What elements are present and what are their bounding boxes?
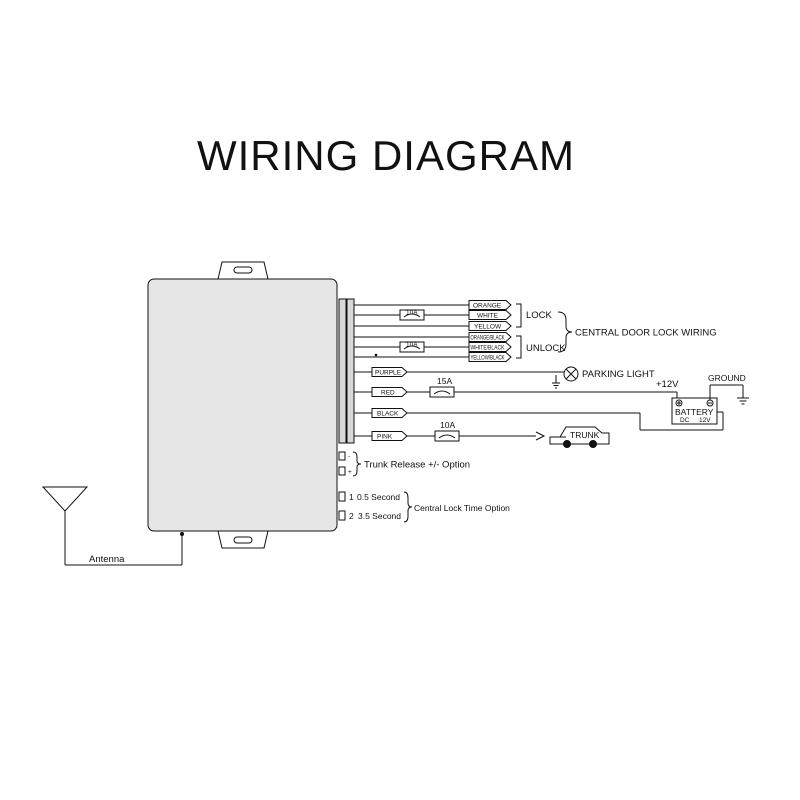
wire-label-white-black: WHITE/BLACK <box>471 344 506 351</box>
pink-wire-group: PINK 10A <box>354 420 546 442</box>
wire-label-yellow-black: YELLOW/BLACK <box>471 354 505 361</box>
wire-tag-yellow <box>468 321 512 331</box>
battery-volt-label: 12V <box>699 417 711 424</box>
trunk-minus-label: - <box>348 453 350 460</box>
trunk-car-icon: TRUNK <box>549 426 610 448</box>
fuse-unlock <box>399 341 425 353</box>
wire-tag-white-black <box>468 342 512 352</box>
time-1-number: 1 <box>349 492 354 502</box>
wire-label-white: WHITE <box>477 312 499 319</box>
black-wire-group: BLACK <box>354 408 724 431</box>
wire-label-yellow: YELLOW <box>474 323 502 330</box>
central-door-lock-bracket <box>557 311 573 353</box>
wire-label-red: RED <box>381 389 395 396</box>
red-wire-group: RED 15A +12V <box>354 376 679 398</box>
central-lock-time-option: 1 0.5 Second 2 3.5 Second Central Lock T… <box>338 491 510 523</box>
lock-wire-group: 10A ORANGE WHITE YELLOW LOCK <box>354 300 553 331</box>
unlock-bracket <box>516 335 522 359</box>
antenna-icon <box>41 486 89 512</box>
wire-label-pink: PINK <box>377 433 393 440</box>
wire-tag-orange-black <box>468 332 512 342</box>
mounting-hole-bottom <box>233 536 253 544</box>
ground-group: GROUND <box>708 373 749 405</box>
central-lock-time-label: Central Lock Time Option <box>414 503 510 513</box>
wire-label-purple: PURPLE <box>375 369 402 376</box>
trunk-release-option: - + Trunk Release +/- Option <box>338 451 470 477</box>
unlock-label: UNLOCK <box>526 343 566 354</box>
time-2-terminal <box>338 510 346 521</box>
battery-dc-label: DC <box>680 417 690 424</box>
mounting-tab-bottom <box>217 530 269 549</box>
trunk-label: TRUNK <box>570 430 600 440</box>
parking-light-label: PARKING LIGHT <box>582 369 655 380</box>
battery: BATTERY DC 12V <box>671 397 718 425</box>
wire-tag-white <box>468 310 512 320</box>
wire-tag-red <box>371 387 408 397</box>
battery-label: BATTERY <box>675 407 714 417</box>
wire-dot <box>374 353 378 357</box>
fuse-unlock-label: 10A <box>406 342 418 349</box>
fuse-lock <box>399 309 425 321</box>
purple-wire-group: PURPLE PARKING LIGHT <box>354 366 655 389</box>
arrow-icon <box>535 431 546 441</box>
wire-label-orange-black: ORANGE/BLACK <box>471 334 505 341</box>
wire-tag-orange <box>468 300 512 310</box>
fuse-lock-label: 10A <box>406 310 418 317</box>
trunk-release-bracket <box>352 451 362 477</box>
lock-label: LOCK <box>526 310 553 321</box>
antenna-label: Antenna <box>89 554 125 565</box>
fuse-pink <box>434 430 460 442</box>
battery-positive-terminal <box>675 399 683 407</box>
unlock-wire-group: 10A ORANGE/BLACK WHITE/BLACK YELLOW/BLAC… <box>354 332 566 362</box>
wire-label-orange: ORANGE <box>473 302 502 309</box>
ground-label: GROUND <box>708 373 746 383</box>
trunk-release-label: Trunk Release +/- Option <box>364 460 470 471</box>
wire-tag-yellow-black <box>468 352 512 362</box>
fuse-red-label: 15A <box>437 376 452 386</box>
wire-label-black: BLACK <box>377 410 399 417</box>
mounting-tab-top <box>217 261 269 280</box>
control-unit-box <box>147 278 338 532</box>
plus12v-label: +12V <box>656 379 679 390</box>
antenna-connector <box>180 532 184 536</box>
time-1-label: 0.5 Second <box>357 492 400 502</box>
fuse-pink-label: 10A <box>440 420 455 430</box>
lock-bracket <box>516 303 522 328</box>
trunk-plus-terminal <box>338 466 346 476</box>
time-2-label: 3.5 Second <box>358 511 401 521</box>
wire-tag-pink <box>371 431 408 441</box>
time-2-number: 2 <box>349 511 354 521</box>
fuse-red-element <box>433 390 451 395</box>
wire-tag-black <box>371 408 408 418</box>
central-lock-time-bracket <box>403 491 413 523</box>
fuse-lock-element <box>403 313 421 318</box>
central-door-lock-label: CENTRAL DOOR LOCK WIRING <box>575 328 717 339</box>
fuse-red <box>429 386 455 398</box>
wire-tag-purple <box>371 367 408 377</box>
antenna: Antenna <box>41 486 184 566</box>
mounting-hole-top <box>233 266 253 274</box>
connector-strip <box>338 298 347 444</box>
trunk-minus-terminal <box>338 451 346 461</box>
fuse-pink-element <box>438 434 456 439</box>
time-1-terminal <box>338 491 346 502</box>
connector-strip <box>346 298 355 444</box>
trunk-plus-label: + <box>348 469 352 476</box>
page-title: WIRING DIAGRAM <box>197 132 575 179</box>
fuse-unlock-element <box>403 345 421 350</box>
